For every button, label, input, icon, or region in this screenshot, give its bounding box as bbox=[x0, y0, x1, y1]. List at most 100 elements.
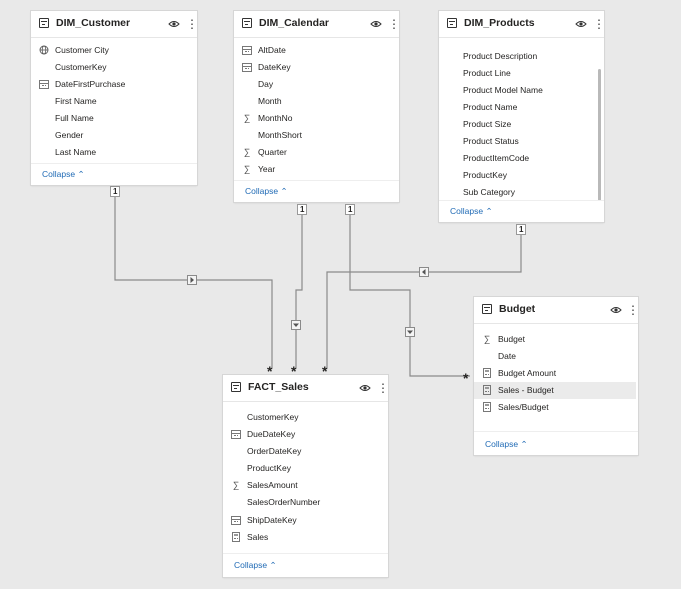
field-row[interactable]: MonthShort bbox=[234, 127, 399, 144]
table-card-dim-calendar[interactable]: DIM_Calendar ⋮ AltDate DateKey Day Month… bbox=[234, 11, 399, 202]
filter-direction-down-icon[interactable] bbox=[405, 327, 415, 337]
field-label: Product Name bbox=[463, 99, 517, 116]
eye-icon[interactable] bbox=[575, 19, 587, 29]
measure-icon bbox=[483, 402, 491, 412]
field-label: MonthShort bbox=[258, 127, 302, 144]
field-row[interactable]: Sub Category bbox=[439, 184, 604, 201]
field-label: Date bbox=[498, 348, 516, 365]
field-label: DateFirstPurchase bbox=[55, 76, 125, 93]
field-row[interactable]: CustomerKey bbox=[31, 59, 197, 76]
field-row[interactable]: DueDateKey bbox=[223, 426, 388, 443]
sigma-icon: ∑ bbox=[231, 480, 241, 490]
field-label: Product Line bbox=[463, 65, 511, 82]
field-row[interactable]: CustomerKey bbox=[223, 409, 388, 426]
calendar-icon bbox=[231, 516, 241, 525]
scrollbar[interactable] bbox=[598, 69, 601, 201]
field-row[interactable]: Product Model Name bbox=[439, 82, 604, 99]
field-row[interactable]: ShipDateKey bbox=[223, 512, 388, 529]
field-row[interactable]: AltDate bbox=[234, 42, 399, 59]
field-row[interactable]: Last Name bbox=[31, 144, 197, 161]
field-row[interactable]: Product Line bbox=[439, 65, 604, 82]
field-row[interactable]: Day bbox=[234, 76, 399, 93]
collapse-link[interactable]: Collapse ⌃ bbox=[234, 560, 277, 571]
field-label: MonthNo bbox=[258, 110, 293, 127]
collapse-link[interactable]: Collapse ⌃ bbox=[485, 439, 528, 450]
eye-icon[interactable] bbox=[370, 19, 382, 29]
field-label: Budget Amount bbox=[498, 365, 556, 382]
table-icon bbox=[39, 18, 49, 28]
more-options-icon[interactable]: ⋮ bbox=[186, 17, 190, 31]
field-row[interactable]: Product Description bbox=[439, 48, 604, 65]
chevron-up-icon: ⌃ bbox=[520, 439, 527, 449]
field-row[interactable]: SalesOrderNumber bbox=[223, 494, 388, 511]
field-row[interactable]: ProductKey bbox=[439, 167, 604, 184]
field-row[interactable]: Sales/Budget bbox=[474, 399, 638, 416]
field-row[interactable]: ∑ MonthNo bbox=[234, 110, 399, 127]
collapse-label: Collapse bbox=[234, 560, 267, 570]
table-header[interactable]: DIM_Customer ⋮ bbox=[31, 11, 197, 38]
field-row[interactable]: OrderDateKey bbox=[223, 443, 388, 460]
collapse-link[interactable]: Collapse ⌃ bbox=[42, 169, 85, 180]
field-row[interactable]: Product Status bbox=[439, 133, 604, 150]
table-header[interactable]: Budget ⋮ bbox=[474, 297, 638, 324]
chevron-up-icon: ⌃ bbox=[485, 206, 492, 216]
field-row[interactable]: Date bbox=[474, 348, 638, 365]
field-label: Customer City bbox=[55, 42, 109, 59]
measure-icon bbox=[483, 385, 491, 395]
field-row[interactable]: ∑ Year bbox=[234, 161, 399, 178]
more-options-icon[interactable]: ⋮ bbox=[593, 17, 597, 31]
eye-icon[interactable] bbox=[610, 305, 622, 315]
field-label: ProductKey bbox=[247, 460, 291, 477]
field-list: CustomerKey DueDateKey OrderDateKey Prod… bbox=[223, 402, 388, 552]
field-row[interactable]: Gender bbox=[31, 127, 197, 144]
table-header[interactable]: FACT_Sales ⋮ bbox=[223, 375, 388, 402]
field-row[interactable]: Full Name bbox=[31, 110, 197, 127]
table-card-dim-products[interactable]: DIM_Products ⋮ Product Description Produ… bbox=[439, 11, 604, 222]
field-row[interactable]: Product Name bbox=[439, 99, 604, 116]
filter-direction-right-icon[interactable] bbox=[187, 275, 197, 285]
table-card-budget[interactable]: Budget ⋮ ∑ Budget Date Budget Amount Sal… bbox=[474, 297, 638, 455]
field-row[interactable]: Customer City bbox=[31, 42, 197, 59]
field-label: Product Description bbox=[463, 48, 537, 65]
field-label: Product Model Name bbox=[463, 82, 543, 99]
field-label: Product Size bbox=[463, 116, 511, 133]
field-row[interactable]: ProductKey bbox=[223, 460, 388, 477]
field-row[interactable]: ProductItemCode bbox=[439, 150, 604, 167]
eye-icon[interactable] bbox=[359, 383, 371, 393]
filter-direction-down-icon[interactable] bbox=[291, 320, 301, 330]
one-marker-calendar-fact: 1 bbox=[297, 204, 307, 215]
field-label: Sales/Budget bbox=[498, 399, 549, 416]
field-list: ∑ Budget Date Budget Amount Sales - Budg… bbox=[474, 324, 638, 424]
sigma-icon: ∑ bbox=[242, 113, 252, 123]
field-row[interactable]: Month bbox=[234, 93, 399, 110]
field-row[interactable]: Sales bbox=[223, 529, 388, 546]
more-options-icon[interactable]: ⋮ bbox=[627, 303, 631, 317]
field-row[interactable]: Product Size bbox=[439, 116, 604, 133]
field-row[interactable]: Budget Amount bbox=[474, 365, 638, 382]
table-card-fact-sales[interactable]: FACT_Sales ⋮ CustomerKey DueDateKey Orde… bbox=[223, 375, 388, 577]
table-header[interactable]: DIM_Calendar ⋮ bbox=[234, 11, 399, 38]
calendar-icon bbox=[231, 430, 241, 439]
sigma-icon: ∑ bbox=[242, 147, 252, 157]
more-options-icon[interactable]: ⋮ bbox=[377, 381, 381, 395]
calendar-icon bbox=[242, 46, 252, 55]
field-row[interactable]: ∑ Budget bbox=[474, 331, 638, 348]
calendar-icon bbox=[39, 80, 49, 89]
more-options-icon[interactable]: ⋮ bbox=[388, 17, 392, 31]
filter-direction-left-icon[interactable] bbox=[419, 267, 429, 277]
table-card-dim-customer[interactable]: DIM_Customer ⋮ Customer City CustomerKey… bbox=[31, 11, 197, 185]
field-row[interactable]: First Name bbox=[31, 93, 197, 110]
relationship-line-calendar-fact bbox=[296, 208, 302, 368]
field-row[interactable]: DateFirstPurchase bbox=[31, 76, 197, 93]
table-title: DIM_Calendar bbox=[259, 17, 329, 29]
relationship-line-calendar-budget bbox=[350, 208, 470, 376]
collapse-link[interactable]: Collapse ⌃ bbox=[450, 206, 493, 217]
field-row[interactable]: ∑ Quarter bbox=[234, 144, 399, 161]
eye-icon[interactable] bbox=[168, 19, 180, 29]
field-label: Sales bbox=[247, 529, 268, 546]
collapse-link[interactable]: Collapse ⌃ bbox=[245, 186, 288, 197]
table-header[interactable]: DIM_Products ⋮ bbox=[439, 11, 604, 38]
field-row[interactable]: ∑ SalesAmount bbox=[223, 477, 388, 494]
field-row[interactable]: DateKey bbox=[234, 59, 399, 76]
field-row[interactable]: Sales - Budget bbox=[474, 382, 636, 399]
